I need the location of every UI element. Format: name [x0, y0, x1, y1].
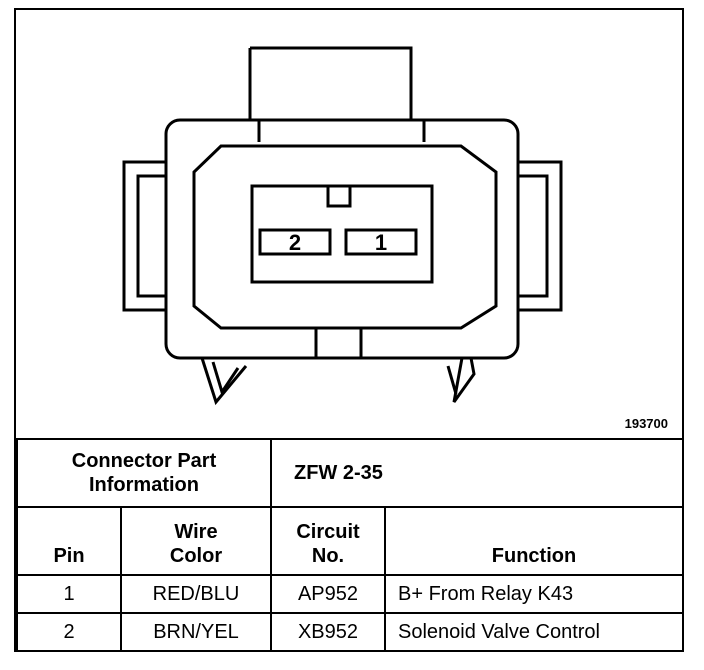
header-row: Pin Wire Color Circuit No. Function [16, 506, 684, 576]
pin-1-label: 1 [375, 230, 387, 255]
pin-2-box [258, 228, 332, 256]
figure-id: 193700 [624, 416, 668, 431]
connector-part-label-line2: Information [89, 474, 199, 496]
top-latch [250, 46, 413, 120]
header-function: Function [384, 506, 684, 576]
row-1-pin: 1 [16, 574, 122, 614]
connector-part-value: ZFW 2-35 [270, 438, 684, 508]
row-2-circuit: XB952 [270, 612, 386, 652]
connector-drawing: 2 1 [122, 46, 563, 406]
right-ear [518, 160, 563, 312]
connector-part-label: Connector Part Information [16, 438, 272, 508]
header-pin: Pin [16, 506, 122, 576]
connector-part-row: Connector Part Information ZFW 2-35 [16, 438, 684, 508]
row-2-pin: 2 [16, 612, 122, 652]
header-circuit-line1: Circuit [296, 521, 360, 543]
connector-frame: 2 1 193700 Connector Part Information ZF… [14, 8, 684, 652]
connector-outer-body [164, 118, 520, 360]
header-circuit-line2: No. [311, 545, 345, 567]
header-wire-color: Wire Color [120, 506, 272, 576]
right-foot [452, 357, 476, 403]
row-1-function: B+ From Relay K43 [384, 574, 684, 614]
key-notch [326, 184, 352, 208]
terminal-cavity [250, 184, 434, 284]
header-wire-line1: Wire [174, 521, 218, 543]
left-foot [200, 357, 248, 406]
table-row: 2 BRN/YEL XB952 Solenoid Valve Control [16, 612, 684, 652]
table-row: 1 RED/BLU AP952 B+ From Relay K43 [16, 574, 684, 614]
bottom-tab [314, 328, 363, 358]
row-1-wire-color: RED/BLU [120, 574, 272, 614]
header-wire-line2: Color [169, 545, 223, 567]
connector-inner-housing [192, 144, 498, 330]
row-1-circuit: AP952 [270, 574, 386, 614]
left-ear [122, 160, 166, 312]
header-circuit: Circuit No. [270, 506, 386, 576]
pin-1-box [344, 228, 418, 256]
row-2-wire-color: BRN/YEL [120, 612, 272, 652]
connector-table: Connector Part Information ZFW 2-35 Pin … [16, 438, 684, 652]
row-2-function: Solenoid Valve Control [384, 612, 684, 652]
connector-part-label-line1: Connector Part [71, 450, 217, 472]
pin-2-label: 2 [289, 230, 301, 255]
